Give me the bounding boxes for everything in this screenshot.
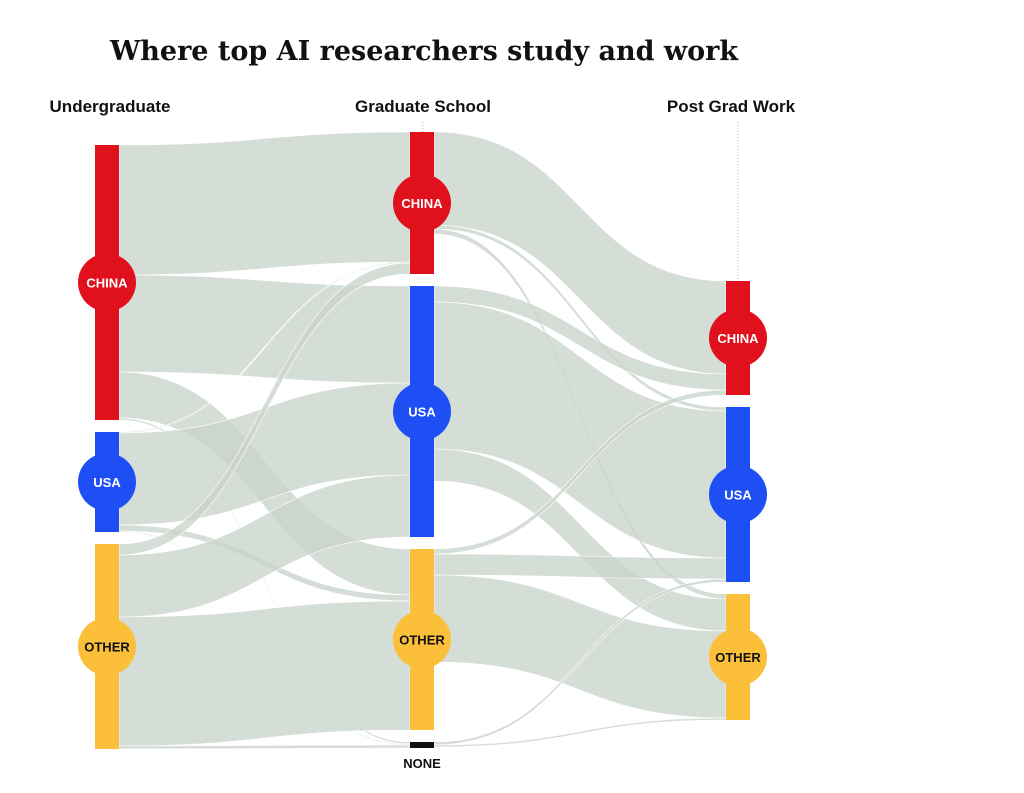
node-gs_usa: USA — [393, 286, 451, 537]
node-bar-gs_none — [410, 742, 434, 748]
flow-ug_other-to-gs_other — [118, 600, 411, 747]
stage-label-graduate-school: Graduate School — [355, 97, 491, 116]
node-label-pw_other: OTHER — [715, 650, 761, 665]
node-gs_none: NONE — [403, 742, 441, 771]
node-badge-gs_china — [393, 174, 451, 232]
stage-label-post-grad-work: Post Grad Work — [667, 97, 796, 116]
node-label-gs_usa: USA — [408, 405, 436, 420]
node-ug_other: OTHER — [78, 544, 136, 749]
flow-gs_other-to-pw_usa — [433, 553, 727, 580]
node-badge-gs_usa — [393, 382, 451, 441]
node-badge-ug_usa — [78, 453, 136, 511]
node-badge-gs_other — [393, 610, 451, 669]
node-label-ug_china: CHINA — [86, 276, 128, 291]
node-label-ug_other: OTHER — [84, 640, 130, 655]
flow-ug_other-to-gs_none — [118, 744, 411, 750]
node-pw_china: CHINA — [709, 281, 767, 395]
node-label-ug_usa: USA — [93, 475, 121, 490]
node-ug_usa: USA — [78, 432, 136, 532]
stage-label-undergraduate: Undergraduate — [50, 97, 171, 116]
node-label-gs_china: CHINA — [401, 196, 443, 211]
node-label-gs_none: NONE — [403, 756, 441, 771]
node-label-pw_china: CHINA — [717, 331, 759, 346]
node-label-gs_other: OTHER — [399, 633, 445, 648]
node-ug_china: CHINA — [78, 145, 136, 420]
node-badge-ug_other — [78, 617, 136, 676]
nodes: CHINA USA OTHER CHINA USA OTHER NONE CHINA USA OT… — [78, 132, 767, 771]
node-badge-pw_china — [709, 309, 767, 367]
flow-ug_china-to-gs_usa — [118, 274, 411, 384]
node-badge-pw_other — [709, 628, 767, 686]
node-pw_other: OTHER — [709, 594, 767, 720]
flow-ug_china-to-gs_china — [118, 131, 411, 276]
node-gs_china: CHINA — [393, 132, 451, 274]
node-gs_other: OTHER — [393, 549, 451, 730]
flows — [118, 131, 727, 750]
node-badge-ug_china — [78, 253, 136, 312]
node-badge-pw_usa — [709, 465, 767, 524]
flow-gs_none-to-pw_other — [433, 717, 727, 748]
chart-title: Where top AI researchers study and work — [109, 36, 739, 67]
node-pw_usa: USA — [709, 407, 767, 582]
node-label-pw_usa: USA — [724, 488, 752, 503]
